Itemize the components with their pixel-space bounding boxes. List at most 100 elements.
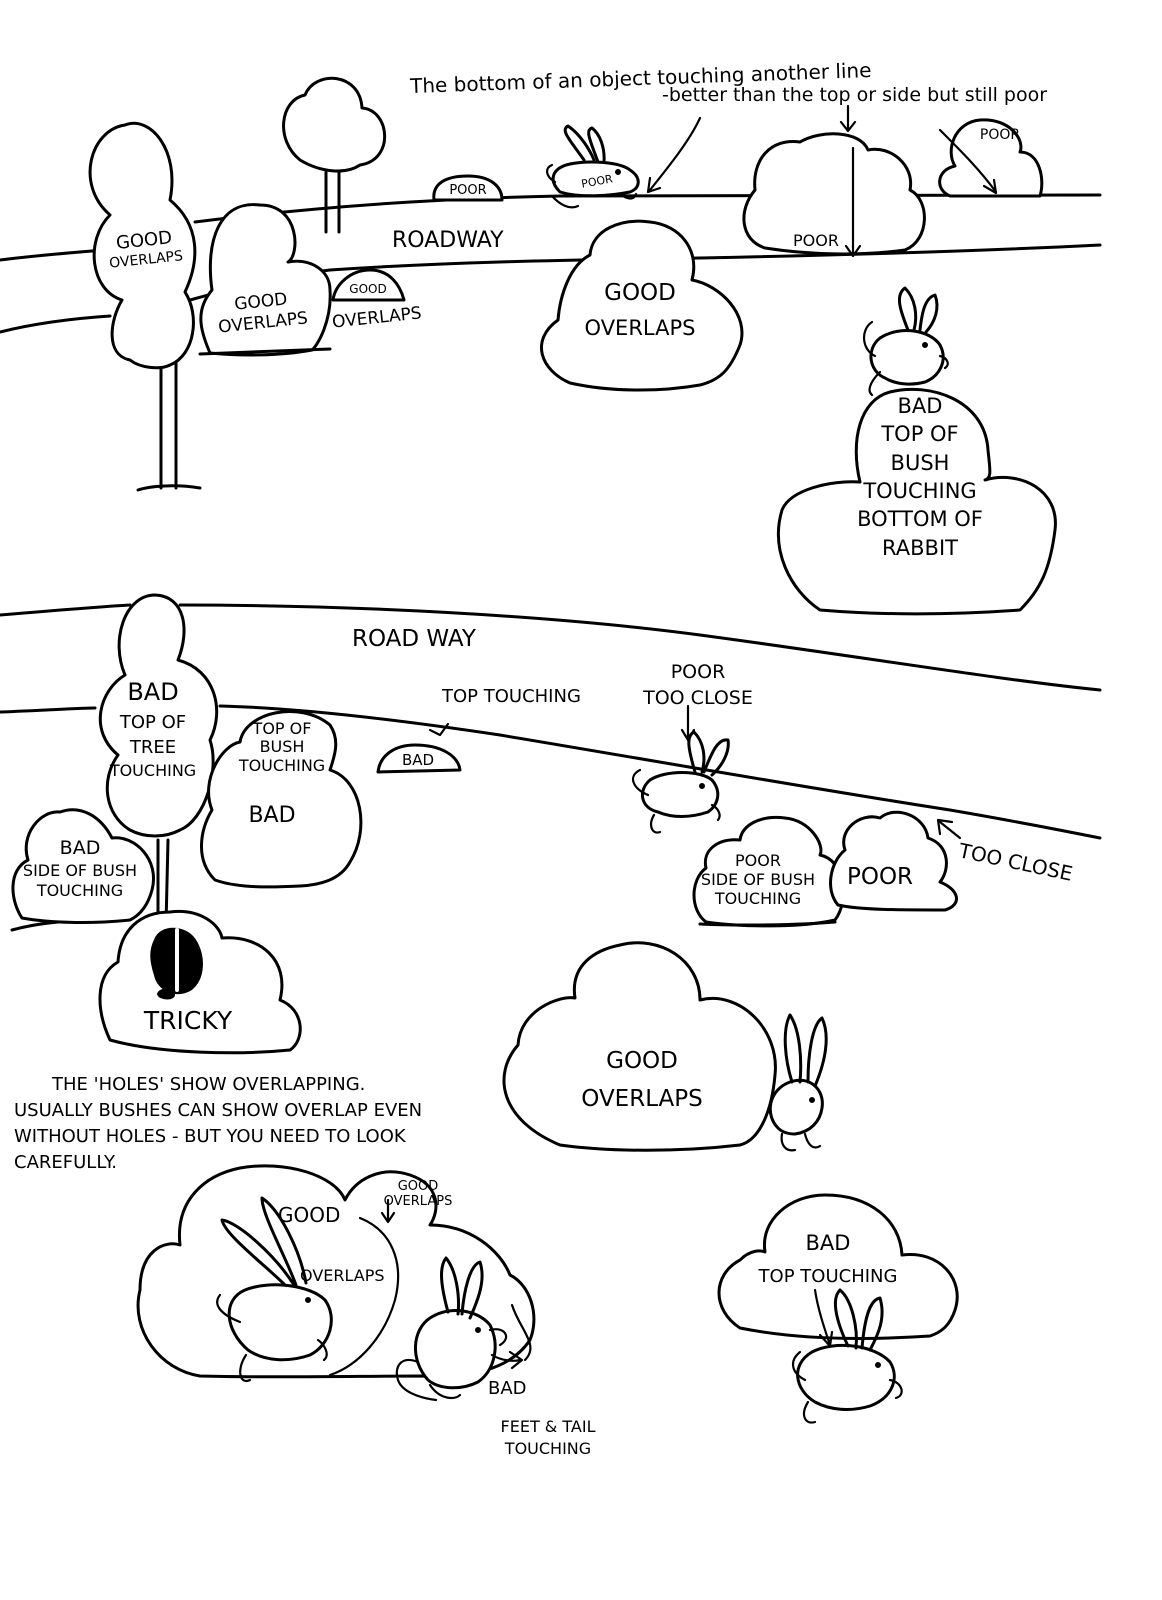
bush-good-center-label-2: OVERLAPS xyxy=(584,315,696,340)
bush-big-good xyxy=(502,941,777,1152)
upper-roadway-label: ROADWAY xyxy=(392,228,504,253)
bush-poor-right-label: POOR xyxy=(979,127,1021,143)
tree-bad-label: BAD TOP OF TREE TOUCHING xyxy=(110,676,196,782)
rock-poor xyxy=(432,174,504,202)
rock-bad-label: BAD xyxy=(401,751,435,769)
lower-road-far-line xyxy=(0,603,1102,692)
bush-side-bad-label-3: TOUCHING xyxy=(36,881,124,901)
holes-note-line2: USUALLY BUSHES CAN SHOW OVERLAP EVEN xyxy=(14,1100,423,1122)
arrow-poor-right xyxy=(938,128,998,195)
holes-note: THE 'HOLES' SHOW OVERLAPPING. USUALLY BU… xyxy=(14,1072,422,1176)
bush-bottom-right xyxy=(717,1193,959,1340)
group-small-note-2: OVERLAPS xyxy=(383,1193,453,1209)
bush-bad-upper-label-1: BAD xyxy=(897,394,943,418)
upper-road-near-line-left xyxy=(0,248,107,262)
bush-group-inner-line xyxy=(328,1216,400,1377)
rabbit-bottom-right xyxy=(792,1288,903,1424)
bush-side-poor-label-1: POOR xyxy=(735,851,781,870)
rock-good-upper xyxy=(331,268,406,302)
bush-bad-upper-label-2: TOP OF xyxy=(881,422,959,447)
group-good-label: GOOD xyxy=(278,1203,341,1227)
far-tree xyxy=(282,76,387,234)
bush-top-touching-label: TOP OF BUSH TOUCHING xyxy=(238,719,326,775)
bush-big-good-label-2: OVERLAPS xyxy=(581,1085,703,1112)
rabbit-poor-upper xyxy=(546,124,640,209)
rabbit-group-left xyxy=(216,1196,333,1383)
bush-tricky xyxy=(98,909,302,1055)
rabbit-group-right xyxy=(395,1256,532,1402)
top-touching-label: TOP TOUCHING xyxy=(442,686,581,707)
rabbit-too-close-label-1: POOR xyxy=(670,661,726,683)
tree-bad-label-1: BAD xyxy=(127,678,179,706)
arrow-bottom-right xyxy=(813,1288,834,1348)
feet-tail-label: FEET & TAIL TOUCHING xyxy=(501,1416,596,1459)
tree-bad-label-2: TOP OF xyxy=(119,711,187,733)
group-small-note: GOOD OVERLAPS xyxy=(383,1179,453,1210)
bush-side-poor-label-3: TOUCHING xyxy=(714,888,802,908)
bush-side-poor-label: POOR SIDE OF BUSH TOUCHING xyxy=(700,851,816,909)
tree-bad xyxy=(98,593,219,927)
bush-side-poor-ground xyxy=(698,920,837,927)
holes-note-line3: WITHOUT HOLES - BUT YOU NEED TO LOOK xyxy=(14,1126,406,1148)
bush-bottom-right-label: BAD TOP TOUCHING xyxy=(759,1226,898,1292)
rock-good-label: GOOD xyxy=(349,282,387,296)
rabbit-too-close xyxy=(631,704,730,834)
feet-tail-label-1: FEET & TAIL xyxy=(500,1417,596,1436)
tricky-label: TRICKY xyxy=(143,1006,233,1035)
bush-poor-right xyxy=(938,118,1044,198)
bush-top-touching-label-3: TOUCHING xyxy=(238,755,326,775)
lower-roadway-label: ROAD WAY xyxy=(352,626,476,652)
bush-bad-upper-label-3: BUSH xyxy=(890,450,950,475)
arrow-top-bush xyxy=(839,104,857,133)
tall-tree-good xyxy=(88,121,202,492)
bush-bad-upper-label-5: BOTTOM OF xyxy=(857,507,983,532)
rabbit-too-close-label: POOR TOO CLOSE xyxy=(643,660,753,711)
bush-poor-center-label: POOR xyxy=(793,231,839,250)
bush-top-touching-label-2: BUSH xyxy=(259,737,305,757)
arrow-vertical xyxy=(844,146,862,258)
bush-bad-upper-label-4: TOUCHING xyxy=(863,479,977,504)
bush-good-center-label-1: GOOD xyxy=(604,280,676,306)
bush-big-good-label-1: GOOD xyxy=(606,1048,678,1074)
bush-side-bad-label-1: BAD xyxy=(59,837,101,859)
arrow-feet-tail xyxy=(490,1350,524,1370)
rock-bad xyxy=(376,743,462,774)
group-small-note-1: GOOD xyxy=(397,1179,439,1194)
bush-side-poor-label-2: SIDE OF BUSH xyxy=(700,869,816,889)
feet-tail-label-2: TOUCHING xyxy=(504,1438,592,1458)
bush-good-center xyxy=(539,219,744,392)
arrow-rock-top xyxy=(428,722,450,737)
upper-road-near-line-far-left xyxy=(0,314,112,334)
group-bad-label: BAD xyxy=(488,1378,527,1399)
bush-bad-upper xyxy=(777,387,1057,616)
rabbit-big-bush xyxy=(768,1013,828,1152)
bush-too-close xyxy=(829,810,958,912)
tall-tree-label: GOOD OVERLAPS xyxy=(106,226,184,273)
holes-note-line1: THE 'HOLES' SHOW OVERLAPPING. xyxy=(52,1074,366,1095)
tree-bad-label-3: TREE xyxy=(129,736,177,758)
rabbit-on-bush xyxy=(863,286,949,397)
rabbit-too-close-label-2: TOO CLOSE xyxy=(643,686,753,709)
bush-bad-upper-label: BAD TOP OF BUSH TOUCHING BOTTOM OF RABBI… xyxy=(857,392,983,562)
arrow-group-small xyxy=(380,1198,396,1224)
lower-road-near-line xyxy=(0,704,1102,840)
bush-side-bad xyxy=(11,808,155,924)
bush-bottom-right-label-2: TOP TOUCHING xyxy=(758,1265,898,1287)
bush-top-touching xyxy=(200,710,363,889)
bush-side-bad-label: BAD SIDE OF BUSH TOUCHING xyxy=(23,836,137,902)
holes-note-line4: CAREFULLY. xyxy=(14,1152,118,1174)
bush-a-ground xyxy=(198,347,332,356)
bush-too-close-label: POOR xyxy=(846,864,914,890)
bush-top-touching-verdict: BAD xyxy=(248,803,296,828)
top-note-line2: -better than the top or side but still p… xyxy=(662,84,1048,106)
bush-big-good-label: GOOD OVERLAPS xyxy=(581,1043,703,1119)
upper-road-far-line xyxy=(193,193,1102,224)
arrow-bottom-touch xyxy=(646,116,702,194)
bush-top-touching-label-1: TOP OF xyxy=(252,719,312,738)
tree-bad-label-4: TOUCHING xyxy=(109,760,197,780)
arrow-too-close xyxy=(936,818,962,840)
bush-bad-upper-label-6: RABBIT xyxy=(882,535,958,560)
bush-good-center-label: GOOD OVERLAPS xyxy=(585,276,696,344)
